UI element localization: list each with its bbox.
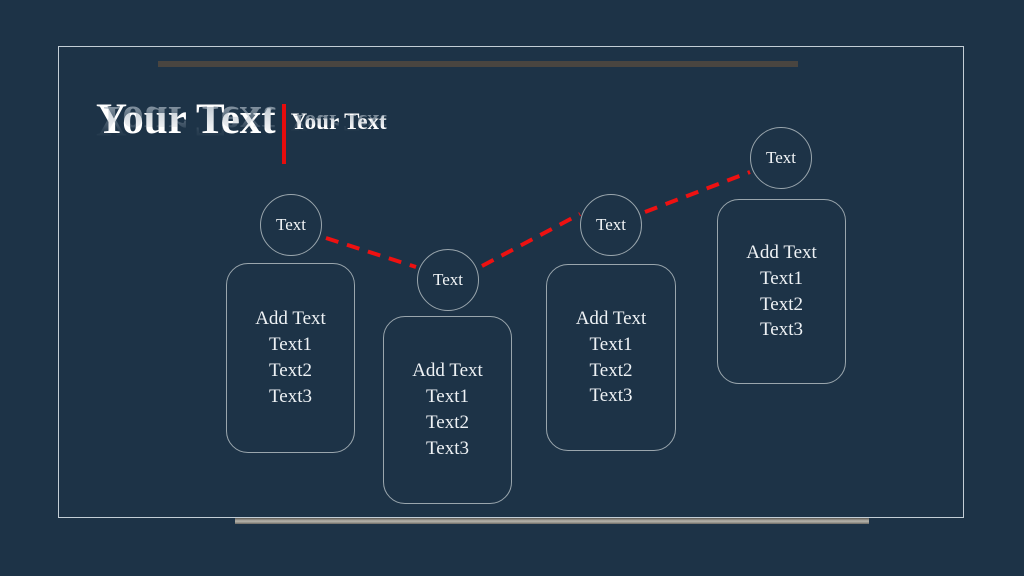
node-card-line-4-2: Text2 [760,293,803,315]
node-circle-4[interactable]: Text [750,127,812,189]
node-card-line-4-3: Text3 [760,319,803,341]
node-circle-label-1: Text [276,215,306,234]
node-card-3[interactable]: Add Text Text1 Text2 Text3 [546,264,676,451]
node-card-line-1-3: Text3 [269,385,312,407]
node-card-1[interactable]: Add Text Text1 Text2 Text3 [226,263,355,453]
node-card-line-1-1: Text1 [269,334,312,356]
decorative-bar-bottom [235,518,869,524]
node-circle-3[interactable]: Text [580,194,642,256]
node-card-heading-4: Add Text [746,241,817,263]
title-main-group: Your Text Your Text [96,97,276,185]
title-sub-group: Your Text Your Text [291,98,387,157]
title-main: Your Text [96,98,276,141]
node-card-2[interactable]: Add Text Text1 Text2 Text3 [383,316,512,504]
node-circle-1[interactable]: Text [260,194,322,256]
node-card-heading-2: Add Text [412,360,483,382]
node-card-4[interactable]: Add Text Text1 Text2 Text3 [717,199,846,384]
title-sub: Your Text [291,110,387,133]
node-circle-label-2: Text [433,270,463,289]
title-red-divider [281,104,286,164]
node-circle-2[interactable]: Text [417,249,479,311]
node-card-line-3-2: Text2 [589,359,633,381]
node-card-line-2-2: Text2 [426,412,469,433]
node-card-line-1-2: Text2 [269,360,312,381]
title-block: Your Text Your Text Your Text Your Text [96,97,387,185]
decorative-bar-top [158,61,798,67]
node-card-line-2-3: Text3 [426,437,469,459]
node-card-line-3-3: Text3 [589,385,633,407]
node-card-heading-3: Add Text [575,307,647,329]
title-main-reflection: Your Text [96,97,276,144]
title-sub-reflection: Your Text [290,110,387,135]
node-card-line-4-1: Text1 [760,267,803,289]
node-circle-label-4: Text [766,148,796,167]
slide-frame [58,46,964,518]
node-card-heading-1: Add Text [255,308,326,330]
node-circle-label-3: Text [596,215,626,234]
node-card-line-2-1: Text1 [426,386,469,408]
node-card-line-3-1: Text1 [589,333,633,355]
